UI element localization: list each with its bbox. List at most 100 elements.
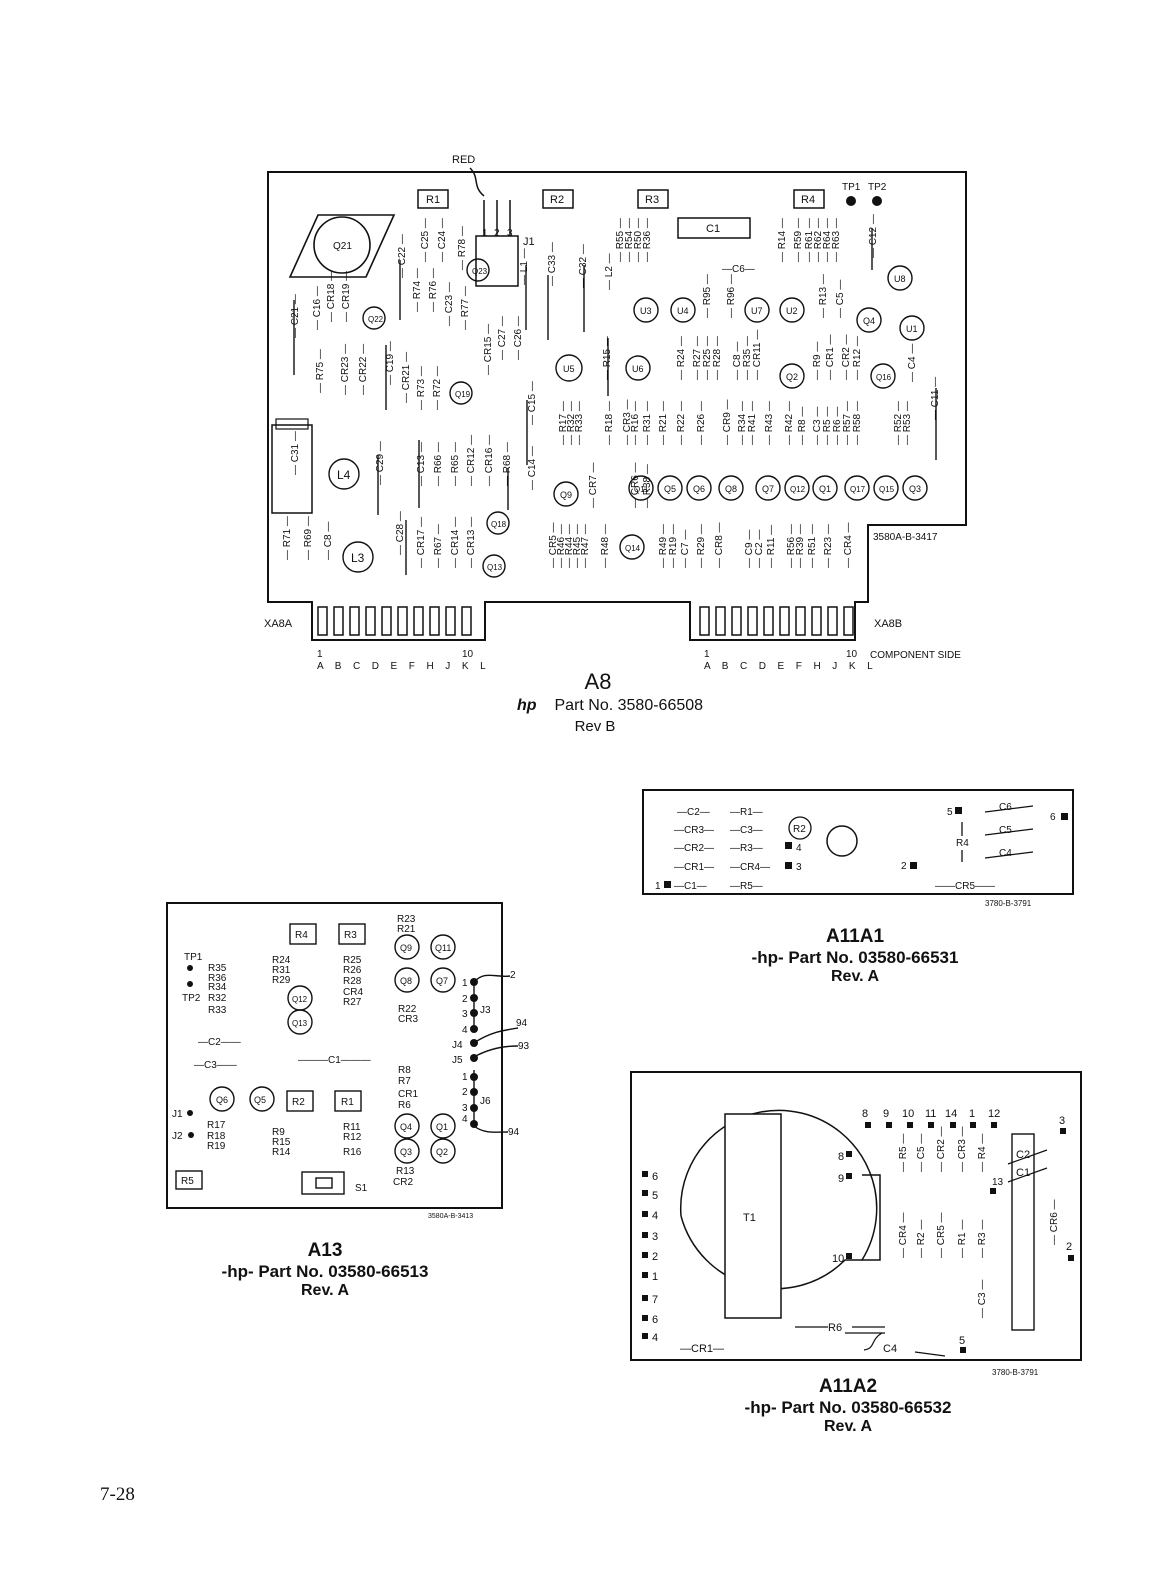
svg-text:Q16: Q16 [876, 373, 892, 382]
svg-text:Q21: Q21 [333, 241, 352, 252]
svg-text:1: 1 [969, 1108, 975, 1120]
a8-part-label: — R35 — [742, 336, 753, 380]
a8-part-label: — C22 — [397, 234, 408, 278]
svg-text:Q6: Q6 [216, 1095, 228, 1105]
a8-part-label: — C21 — [290, 294, 301, 338]
svg-text:R34: R34 [208, 982, 227, 993]
a8-part-label: — R39 — [795, 524, 806, 568]
a11a2-part-label: — CR4 — [898, 1212, 909, 1258]
a8-part-label: — R22 — [676, 401, 687, 445]
svg-text:Q9: Q9 [560, 490, 572, 500]
svg-text:Q18: Q18 [491, 520, 507, 529]
svg-text:R2: R2 [793, 824, 806, 835]
a8-caption: A8 [498, 669, 698, 695]
xa8b-label: XA8B [874, 618, 902, 630]
a8-part-label: — CR9 — [722, 399, 733, 445]
a8-part-label: — C11 — [930, 377, 941, 420]
svg-text:R3: R3 [645, 194, 659, 206]
a8-part-label: — R12 — [852, 336, 863, 380]
a8-part-label: — C14 — [527, 446, 538, 490]
a8-part-label: — R62 — [813, 218, 824, 262]
svg-text:J1: J1 [172, 1109, 183, 1120]
a8-part-label: — R13 — [818, 274, 829, 318]
svg-text:3: 3 [462, 1009, 468, 1020]
svg-text:R35: R35 [208, 963, 227, 974]
svg-text:—CR4—: —CR4— [730, 862, 770, 873]
svg-text:S1: S1 [355, 1183, 368, 1194]
a8-part-label: — R5 — [822, 407, 833, 445]
svg-text:—CR3—: —CR3— [674, 825, 714, 836]
a8-part-label: — CR3 — [622, 399, 633, 445]
a8-part-label: — C29 — [375, 441, 386, 485]
svg-text:Q3: Q3 [909, 484, 921, 494]
a8-part-label: — R24 — [676, 336, 687, 380]
svg-text:Q13: Q13 [487, 563, 503, 572]
a8-part-label: — C31 — [290, 431, 301, 475]
svg-text:Q4: Q4 [863, 316, 875, 326]
a8-part-label: — R45 — [572, 524, 583, 568]
svg-text:1: 1 [482, 228, 488, 239]
a8-part-label: — R95 — [702, 274, 713, 318]
a8-r2-box [542, 189, 574, 209]
a11a1-board-id: 3780-B-3791 [985, 899, 1032, 908]
svg-text:Q6: Q6 [693, 484, 705, 494]
svg-text:Q3: Q3 [400, 1147, 412, 1157]
svg-text:J4: J4 [452, 1040, 463, 1051]
svg-text:4: 4 [652, 1210, 658, 1222]
svg-text:2: 2 [652, 1251, 658, 1263]
svg-text:Q11: Q11 [435, 943, 451, 953]
a8-part-label: — R76 — [428, 268, 439, 312]
a8-part-label: — R71 — [282, 516, 293, 560]
a8-part-label: — R41 — [747, 401, 758, 445]
svg-text:10: 10 [846, 649, 858, 660]
a8-circles [328, 258, 928, 578]
a8-q21-outline [288, 214, 396, 278]
a8-part-label: — CR13 — [466, 517, 477, 568]
a8-part-label: — CR6 — [630, 462, 641, 508]
svg-text:3: 3 [796, 862, 802, 873]
svg-text:R23: R23 [397, 914, 416, 925]
a11a2-part-label: — R3 — [977, 1220, 988, 1258]
a8-part-label: — C28 — [395, 511, 406, 555]
svg-text:Q1: Q1 [819, 484, 831, 494]
a8-part-label: — C3 — [812, 407, 823, 445]
svg-text:CR1: CR1 [398, 1089, 418, 1100]
svg-text:94: 94 [516, 1018, 528, 1029]
svg-text:R25: R25 [343, 955, 362, 966]
a8-part-label: — R8 — [797, 407, 808, 445]
a8-part-label: — L1 — [519, 248, 530, 285]
svg-text:R26: R26 [343, 965, 362, 976]
a8-vertical-labels: — C21 —— C16 —— CR18 —— CR19 —— C22 —— C… [282, 214, 941, 568]
svg-text:J5: J5 [452, 1055, 463, 1066]
svg-text:6: 6 [1050, 812, 1056, 823]
a13-board-outline [166, 902, 503, 1209]
svg-text:L3: L3 [351, 551, 365, 565]
a8-part-label: — R77 — [460, 286, 471, 330]
svg-text:R1: R1 [426, 194, 440, 206]
a11a2-part-label: — R1 — [957, 1220, 968, 1258]
a11a1-board-outline [642, 789, 1074, 895]
svg-text:5: 5 [959, 1335, 965, 1347]
a8-r4-box [793, 189, 825, 209]
svg-text:R13: R13 [396, 1166, 415, 1177]
a13-board-id: 3580A-B-3413 [428, 1213, 473, 1220]
a11a2-part-label: — R2 — [916, 1220, 927, 1258]
svg-text:6: 6 [652, 1314, 658, 1326]
a8-part-label: — C9 — [744, 530, 755, 568]
a8-part-label: — R57 — [842, 401, 853, 445]
a8-part-label: — R32 — [566, 401, 577, 445]
a8-part-label: — R55 — [615, 218, 626, 262]
a8-part-label: — R36 — [642, 218, 653, 262]
a8-board-outline [267, 171, 967, 641]
a8-part-label: — R52 — [893, 401, 904, 445]
svg-text:R18: R18 [207, 1131, 226, 1142]
svg-text:12: 12 [988, 1108, 1000, 1120]
svg-text:2: 2 [462, 994, 468, 1005]
svg-text:Q2: Q2 [436, 1147, 448, 1157]
a8-part-label: — R68 — [502, 442, 513, 486]
svg-text:CR3: CR3 [398, 1014, 418, 1025]
svg-text:4: 4 [652, 1332, 658, 1344]
a8-part-label: — R15 — [602, 336, 613, 380]
svg-text:13: 13 [992, 1177, 1004, 1188]
svg-text:TP2: TP2 [868, 182, 887, 193]
